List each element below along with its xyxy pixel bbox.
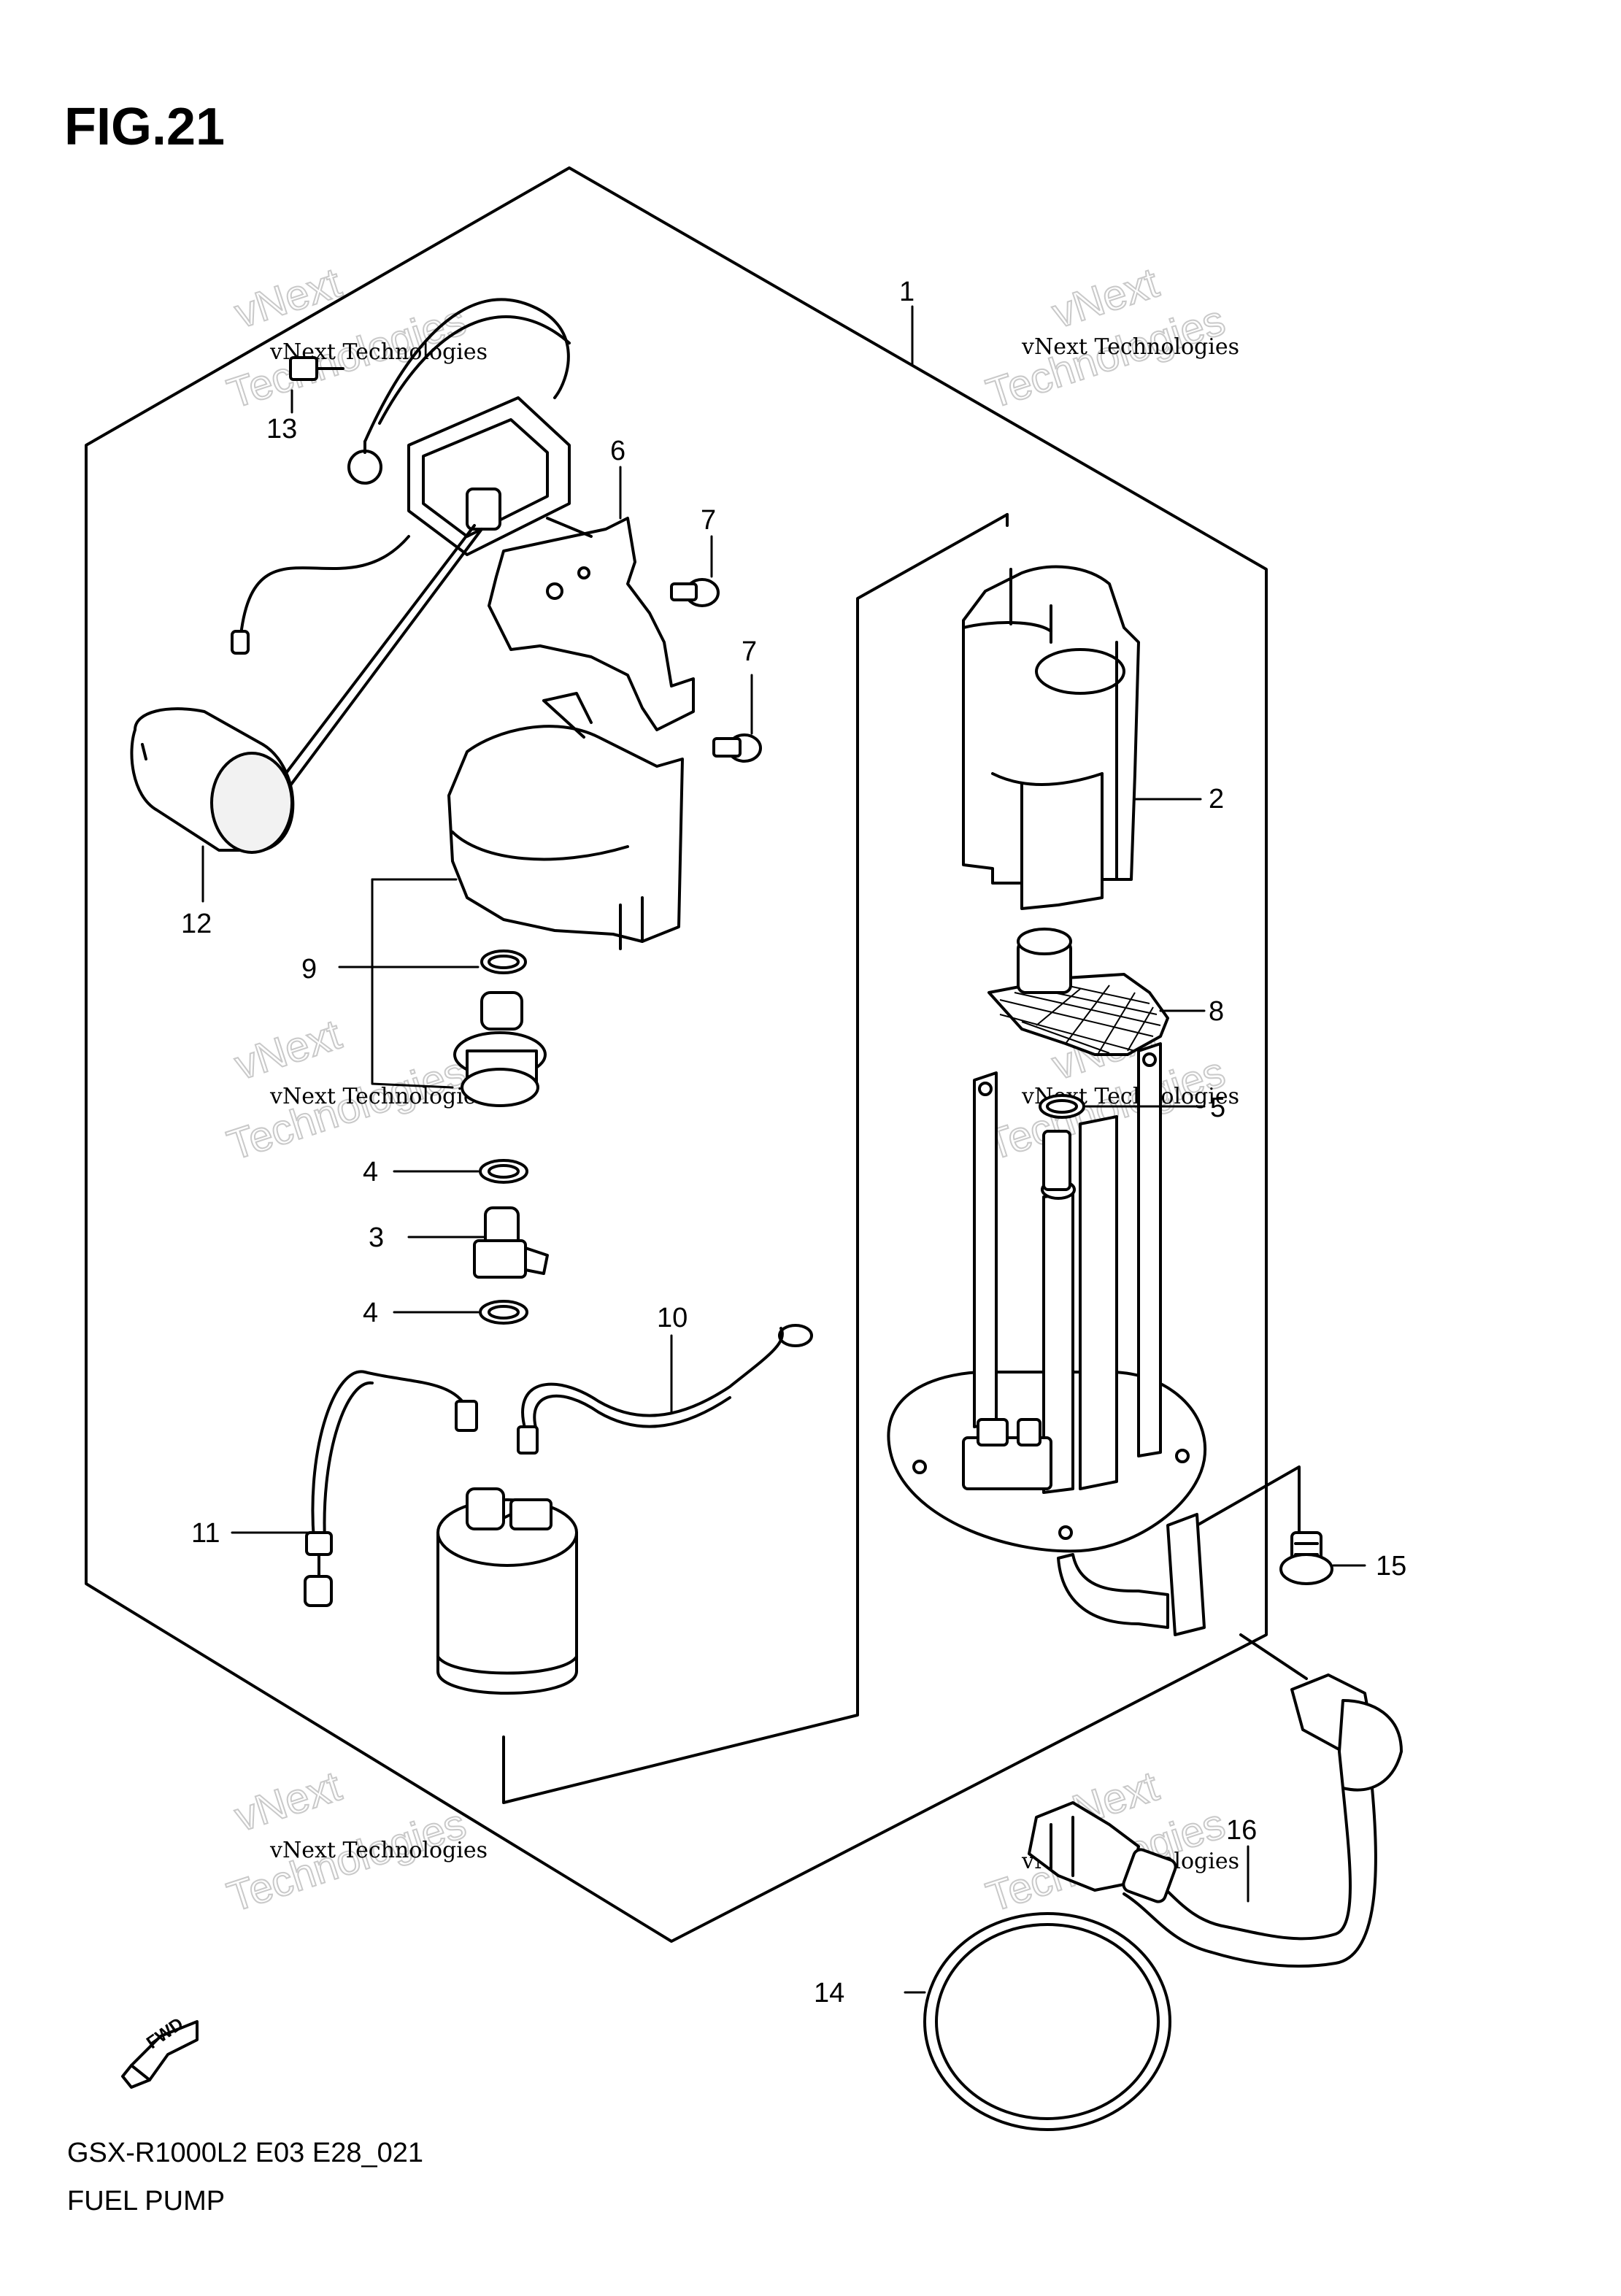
pump-module-base xyxy=(887,1042,1207,1636)
callout-14: 14 xyxy=(814,1978,844,2008)
callout-12: 12 xyxy=(181,909,212,939)
regulator-housing xyxy=(447,692,684,950)
callout-2: 2 xyxy=(1209,784,1224,814)
callout-3: 3 xyxy=(369,1222,384,1253)
callout-4-lower: 4 xyxy=(363,1298,378,1328)
figure-caption: FUEL PUMP xyxy=(67,2186,225,2216)
watermark-5: vNext Technologies vNext Technologies xyxy=(221,1762,488,1922)
pump-case-2 xyxy=(962,565,1140,910)
callout-10: 10 xyxy=(657,1303,688,1333)
svg-text:vNext Technologies: vNext Technologies xyxy=(1021,334,1239,360)
sender-unit-6 xyxy=(407,396,695,731)
callout-1: 1 xyxy=(899,277,915,307)
o-ring-4-upper xyxy=(479,1159,528,1184)
screw-7-upper xyxy=(670,578,720,607)
o-ring-5 xyxy=(1039,1094,1085,1119)
filter-8 xyxy=(987,928,1169,1056)
callout-9: 9 xyxy=(301,954,317,985)
watermark-2: vNext Technologies vNext Technologies xyxy=(980,258,1239,419)
connector-3 xyxy=(473,1206,549,1279)
pump-lead-wire-10 xyxy=(517,1324,813,1455)
figure-title: FIG.21 xyxy=(64,98,225,156)
o-ring-9 xyxy=(480,949,527,974)
svg-text:vNext: vNext xyxy=(229,259,347,338)
regulator-9 xyxy=(453,991,547,1107)
o-ring-4-lower xyxy=(479,1300,528,1325)
float-12 xyxy=(130,524,483,854)
outer-assembly-outline xyxy=(85,166,1268,1943)
svg-text:vNext: vNext xyxy=(229,1763,347,1841)
callout-11: 11 xyxy=(191,1518,220,1549)
callout-7-upper: 7 xyxy=(701,505,716,536)
leader-lines xyxy=(201,305,1366,1994)
fitting-bracket xyxy=(1195,1465,1301,1534)
screw-13 xyxy=(289,356,344,381)
fuel-hose-16 xyxy=(1028,1673,1403,1968)
callout-6: 6 xyxy=(610,436,625,466)
callout-5: 5 xyxy=(1210,1093,1225,1123)
level-sensor-wire xyxy=(231,298,571,655)
screw-7-lower xyxy=(712,733,762,763)
svg-text:vNext Technologies: vNext Technologies xyxy=(269,1838,488,1863)
watermark-3: vNext Technologies vNext Technologies xyxy=(221,1010,488,1171)
inner-module-outline xyxy=(502,513,1009,1804)
callout-15: 15 xyxy=(1376,1551,1406,1582)
svg-text:vNext Technologies: vNext Technologies xyxy=(269,1084,488,1109)
model-code: GSX-R1000L2 E03 E28_021 xyxy=(67,2138,423,2168)
pump-lead-wire-11 xyxy=(304,1370,478,1607)
callout-7-lower: 7 xyxy=(742,636,757,667)
svg-text:vNext: vNext xyxy=(229,1011,347,1090)
callout-16: 16 xyxy=(1226,1815,1257,1846)
callout-13: 13 xyxy=(266,414,297,444)
fitting-bolt-15 xyxy=(1279,1531,1333,1585)
fwd-arrow-icon: FWD xyxy=(121,2014,199,2089)
gasket-14 xyxy=(923,1912,1171,2131)
fuel-pump-motor xyxy=(436,1487,578,1695)
callout-8: 8 xyxy=(1209,996,1224,1027)
callout-4-upper: 4 xyxy=(363,1157,378,1187)
